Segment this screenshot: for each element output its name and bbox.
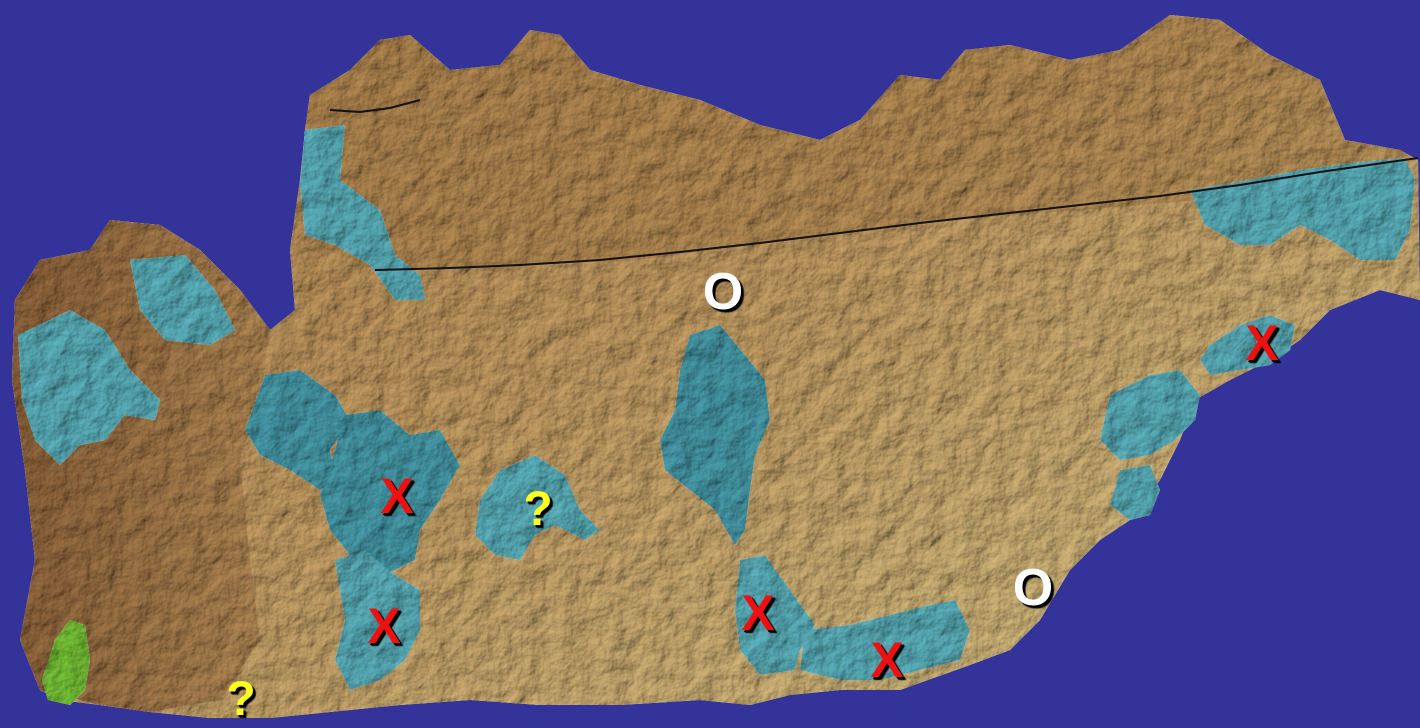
northern-plateau [300, 15, 1418, 270]
region-central-north [660, 325, 770, 545]
region-south-east [800, 600, 970, 680]
region-south-center [735, 555, 815, 675]
region-west-central [245, 370, 350, 490]
region-west-x-lower [335, 550, 420, 690]
region-far-west-lower [18, 310, 160, 465]
northwest-border [329, 99, 421, 114]
border-lines [329, 99, 1419, 271]
region-west-x-upper [320, 410, 460, 575]
region-east-lower [1110, 465, 1160, 520]
region-east-x [1200, 315, 1295, 375]
region-center-question [475, 455, 600, 560]
region-southwest-green [42, 620, 90, 705]
region-far-west-upper [130, 255, 235, 345]
international-border [374, 157, 1419, 271]
region-northwest-strip [300, 125, 425, 300]
region-east-middle [1100, 370, 1200, 460]
